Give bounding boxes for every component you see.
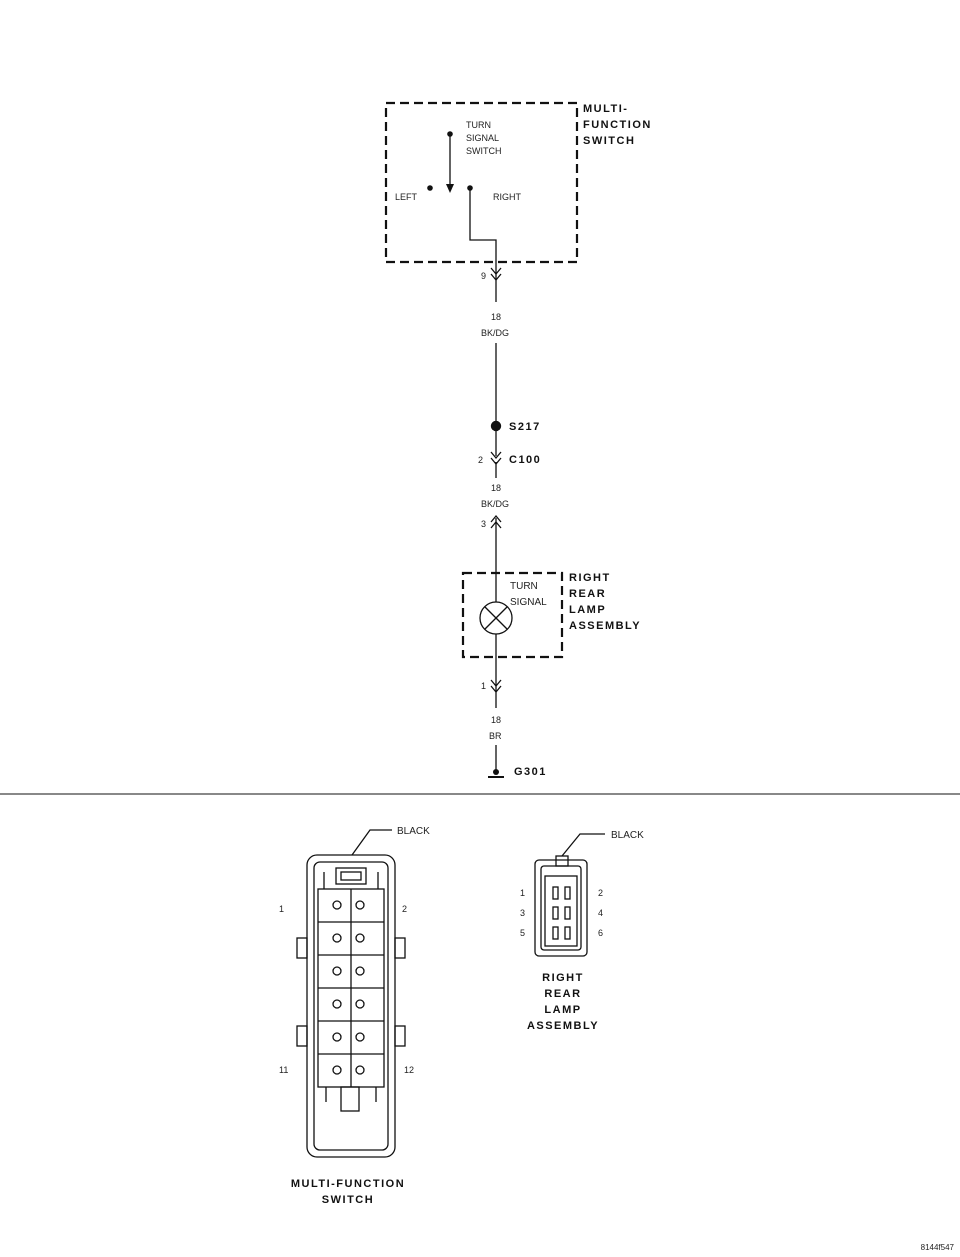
wire2-gauge: 18	[491, 483, 501, 493]
lamp-connector-title-line3: LAMP	[544, 1004, 581, 1016]
right-rear-lamp-box	[461, 571, 564, 659]
lamp-callout-leader	[561, 833, 605, 857]
lamp-connector-face	[534, 855, 588, 957]
mfs-callout-label: BLACK	[397, 826, 430, 837]
wire1-color: BK/DG	[481, 328, 509, 338]
ground-icon	[488, 769, 504, 778]
connector-chevron-icon	[490, 679, 502, 688]
lamp-label-line1: TURN	[510, 581, 538, 592]
lamp-connector-title-line4: ASSEMBLY	[527, 1020, 599, 1032]
pin-9-label: 9	[481, 271, 486, 281]
mfs-pin-2: 2	[402, 904, 407, 914]
c100-pin-label: 2	[478, 455, 483, 465]
switch-arrow-icon	[446, 184, 454, 193]
left-contact-dot	[427, 185, 433, 191]
lamp-pin-3: 3	[520, 908, 525, 918]
lamp-pin-4: 4	[598, 908, 603, 918]
lamp-title-line4: ASSEMBLY	[569, 620, 641, 632]
multi-function-switch-box	[384, 101, 579, 264]
pin-3-label: 3	[481, 519, 486, 529]
lamp-pin-5: 5	[520, 928, 525, 938]
tss-label-line2: SIGNAL	[466, 133, 499, 143]
lamp-title-line3: LAMP	[569, 604, 606, 616]
lamp-label-line2: SIGNAL	[510, 597, 547, 608]
lamp-callout-label: BLACK	[611, 830, 644, 841]
mfs-title-line1: MULTI-	[583, 103, 628, 115]
tss-label-line1: TURN	[466, 120, 491, 130]
mfs-pin-12: 12	[404, 1065, 414, 1075]
lamp-pin-6: 6	[598, 928, 603, 938]
mfs-title-line3: SWITCH	[583, 135, 635, 147]
c100-label: C100	[509, 454, 541, 466]
tss-label-line3: SWITCH	[466, 146, 502, 156]
right-contact-wire	[469, 188, 497, 272]
lamp-connector-title-line1: RIGHT	[542, 972, 584, 984]
lamp-pin-1: 1	[520, 888, 525, 898]
pin-1-label: 1	[481, 681, 486, 691]
lamp-title-line2: REAR	[569, 588, 606, 600]
mfs-title-line2: FUNCTION	[583, 119, 652, 131]
left-label: LEFT	[395, 192, 418, 202]
wire1-gauge: 18	[491, 312, 501, 322]
mfs-connector-face	[296, 854, 406, 1158]
ground-label: G301	[514, 766, 547, 778]
mfs-callout-leader	[351, 829, 392, 856]
lamp-connector-title-line2: REAR	[544, 988, 581, 1000]
lamp-bulb-icon	[479, 601, 513, 635]
connector-chevron-icon	[490, 514, 502, 523]
figure-id: 8144f547	[921, 1243, 955, 1252]
mfs-connector-title-line2: SWITCH	[322, 1194, 374, 1206]
lamp-title-line1: RIGHT	[569, 572, 611, 584]
wire3-color: BR	[489, 731, 502, 741]
splice-label: S217	[509, 421, 541, 433]
wire3-gauge: 18	[491, 715, 501, 725]
mfs-connector-title-line1: MULTI-FUNCTION	[291, 1178, 405, 1190]
connector-chevron-icon	[490, 451, 502, 460]
lamp-pin-2: 2	[598, 888, 603, 898]
wire2-color: BK/DG	[481, 499, 509, 509]
right-label: RIGHT	[493, 192, 522, 202]
mfs-pin-1: 1	[279, 904, 284, 914]
mfs-pin-11: 11	[279, 1065, 288, 1075]
